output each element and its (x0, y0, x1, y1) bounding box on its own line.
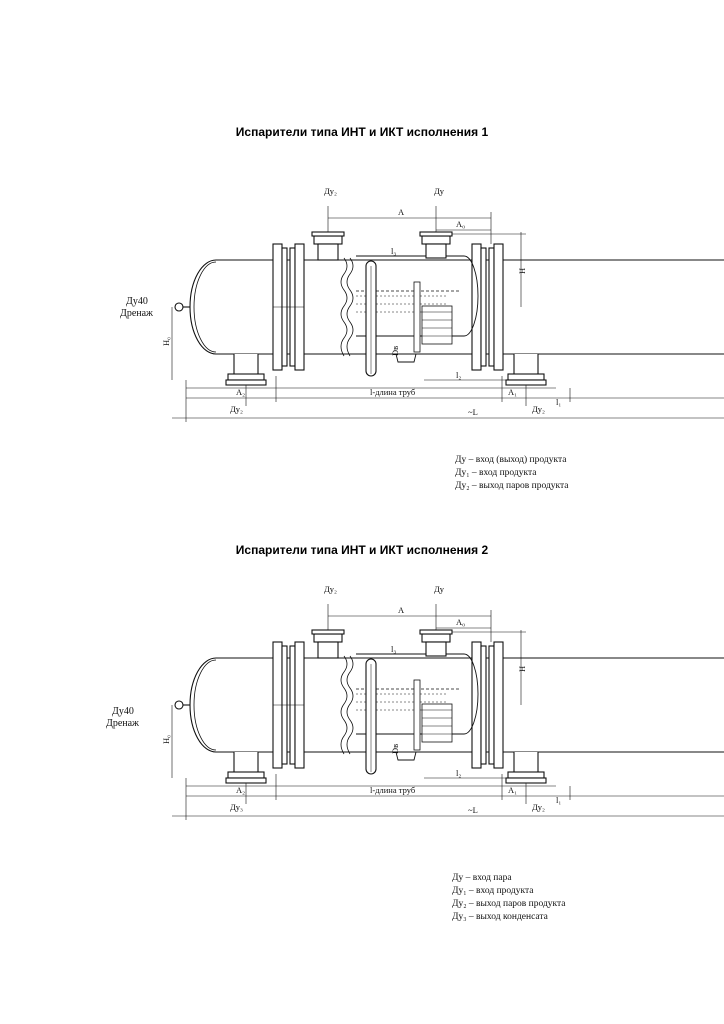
legend-item: Ду₁ – вход продукта (452, 886, 534, 896)
label-l2: l₂ (456, 370, 461, 380)
label-du: Ду (434, 584, 445, 594)
label-du2-bottom: Ду₂ (230, 404, 243, 414)
drain-du: Ду40 (126, 296, 148, 307)
label-l2: l₂ (456, 768, 461, 778)
label-h: H (517, 268, 527, 274)
section2-legend: Ду – вход пара Ду₁ – вход продукта Ду₂ –… (452, 872, 566, 924)
legend-item: Ду – вход пара (452, 873, 512, 883)
label-total-length: ~L (468, 805, 478, 815)
label-a2: A₂ (236, 387, 245, 397)
label-h: H (517, 666, 527, 672)
drain-label: Дренаж (120, 308, 153, 319)
section1-legend: Ду – вход (выход) продукта Ду₁ – вход пр… (455, 454, 569, 493)
section1-drain: Ду40 Дренаж (120, 296, 153, 319)
legend-item: Ду₂ – выход паров продукта (455, 481, 569, 491)
label-a1: A₁ (508, 387, 517, 397)
legend-item: Ду₁ – вход продукта (455, 468, 537, 478)
label-a: A (398, 605, 405, 615)
section2-dimension-labels: Ду₂ Ду A A₀ H l₃ Dв H₀ H₁ l₂ A₂ l-длина … (161, 584, 561, 815)
label-a0: A₀ (456, 219, 465, 229)
label-a: A (398, 207, 405, 217)
label-du2: Ду₂ (324, 584, 337, 594)
drain-du: Ду40 (112, 706, 134, 717)
label-l3: l₃ (391, 644, 396, 654)
label-du2: Ду₂ (324, 186, 337, 196)
label-du: Ду (434, 186, 445, 196)
label-a1: A₁ (508, 785, 517, 795)
label-a0: A₀ (456, 617, 465, 627)
legend-item: Ду – вход (выход) продукта (455, 455, 567, 465)
label-dv: Dв (390, 346, 400, 356)
drain-label: Дренаж (106, 718, 139, 729)
section1-evaporator: Ду₂ Ду A A₀ H l₃ Dв H₀ H₁ l₂ A₂ l-длина … (120, 186, 724, 423)
label-du2-bottom-right: Ду₂ (532, 802, 545, 812)
section2-drain: Ду40 Дренаж (106, 706, 139, 729)
label-du3-bottom: Ду₃ (230, 802, 243, 812)
section2-evaporator: Ду₂ Ду A A₀ H l₃ Dв H₀ H₁ l₂ A₂ l-длина … (106, 584, 724, 821)
label-tube-length: l-длина труб (370, 387, 415, 397)
label-dv: Dв (390, 744, 400, 754)
label-a2: A₂ (236, 785, 245, 795)
label-l3: l₃ (391, 246, 396, 256)
label-total-length: ~L (468, 407, 478, 417)
label-h0: H₀ (161, 337, 171, 346)
section1-title: Испарители типа ИНТ и ИКТ исполнения 1 (235, 125, 489, 139)
label-h0: H₀ (161, 735, 171, 744)
label-tube-length: l-длина труб (370, 785, 415, 795)
section2-title: Испарители типа ИНТ и ИКТ исполнения 2 (235, 543, 489, 557)
legend-item: Ду₂ – выход паров продукта (452, 899, 566, 909)
label-l1: l₁ (556, 397, 561, 407)
section1-dimension-labels: Ду₂ Ду A A₀ H l₃ Dв H₀ H₁ l₂ A₂ l-длина … (161, 186, 561, 417)
label-l1: l₁ (556, 795, 561, 805)
label-du2-bottom-right: Ду₂ (532, 404, 545, 414)
legend-item: Ду₃ – выход конденсата (452, 912, 548, 922)
